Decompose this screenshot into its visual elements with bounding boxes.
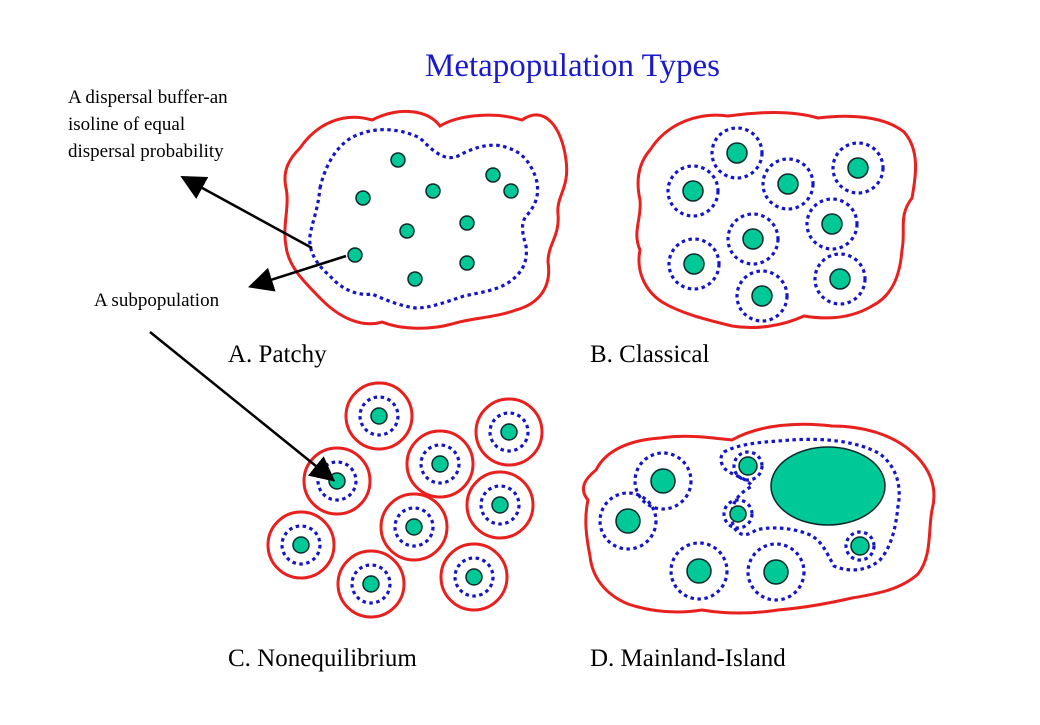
dispersal-buffer xyxy=(669,541,729,601)
subpopulation xyxy=(485,167,501,183)
dispersal-buffer xyxy=(358,395,400,437)
buffer-pointer-arrow xyxy=(180,176,313,250)
dispersal-buffer xyxy=(735,269,789,323)
island-subpopulation xyxy=(615,508,641,534)
subpopulation xyxy=(328,472,346,490)
habitat-patch xyxy=(266,510,336,580)
panel-c-nonequilibrium xyxy=(266,381,544,619)
panel-a-dispersal-buffer xyxy=(308,128,540,310)
dispersal-buffer xyxy=(726,212,780,266)
island-subpopulation xyxy=(729,505,747,523)
habitat-patch xyxy=(344,381,414,451)
annotation-line: isoline of equal xyxy=(68,114,186,135)
dispersal-buffer xyxy=(633,451,693,511)
subpopulation xyxy=(425,183,441,199)
island-subpopulation xyxy=(738,456,758,476)
mainland-dispersal-buffer xyxy=(719,437,901,572)
dispersal-buffer xyxy=(732,450,764,482)
island-subpopulation xyxy=(763,559,789,585)
subpopulation xyxy=(407,271,423,287)
dispersal-buffer-annotation: A dispersal buffer-an isoline of equal d… xyxy=(68,84,228,165)
dispersal-buffer xyxy=(667,237,721,291)
subpopulation xyxy=(777,173,799,195)
dispersal-buffer xyxy=(710,126,764,180)
dispersal-buffer xyxy=(488,411,530,453)
panel-a-habitat-boundary xyxy=(283,109,569,330)
subpopulation xyxy=(682,180,704,202)
panel-a-patchy xyxy=(283,109,569,330)
subpopulation xyxy=(751,285,773,307)
habitat-patch xyxy=(465,470,535,540)
habitat-patch xyxy=(379,492,449,562)
dispersal-buffer xyxy=(805,197,859,251)
subpopulation xyxy=(390,152,406,168)
subpopulation xyxy=(742,228,764,250)
panel-c-label: C. Nonequilibrium xyxy=(228,645,417,672)
subpopulation xyxy=(821,213,843,235)
diagram-title: Metapopulation Types xyxy=(425,48,720,84)
subpopulation xyxy=(847,157,869,179)
subpopulation xyxy=(431,455,449,473)
subpopulation xyxy=(399,223,415,239)
subpopulation xyxy=(503,183,519,199)
subpopulation xyxy=(829,268,851,290)
dispersal-buffer xyxy=(831,141,885,195)
subpopulation xyxy=(491,496,509,514)
subpopulation xyxy=(405,518,423,536)
panel-b-habitat-boundary xyxy=(635,111,918,330)
dispersal-buffer xyxy=(761,157,815,211)
panel-a-label: A. Patchy xyxy=(228,341,327,368)
annotation-line: A dispersal buffer-an xyxy=(68,87,228,108)
panel-b-label: B. Classical xyxy=(590,341,710,368)
nonequilibrium-subpopulation-arrow xyxy=(149,331,336,482)
dispersal-buffer xyxy=(598,491,658,551)
island-subpopulation xyxy=(850,536,870,556)
dispersal-buffer xyxy=(280,524,322,566)
panel-d-mainland-island xyxy=(582,422,936,615)
subpopulation-annotation: A subpopulation xyxy=(94,290,220,311)
dispersal-buffer xyxy=(350,563,392,605)
dispersal-buffer xyxy=(722,498,754,530)
panel-b-classical xyxy=(635,111,918,330)
habitat-patch xyxy=(439,542,509,612)
subpopulation xyxy=(683,253,705,275)
habitat-patch xyxy=(474,397,544,467)
subpopulation xyxy=(465,568,483,586)
dispersal-buffer xyxy=(666,164,720,218)
subpopulation-pointer-arrow xyxy=(248,254,347,292)
subpopulation xyxy=(370,407,388,425)
island-subpopulation xyxy=(686,558,712,584)
mainland xyxy=(770,446,886,526)
habitat-patch xyxy=(302,446,372,516)
annotation-line: dispersal probability xyxy=(68,141,224,162)
subpopulation xyxy=(292,536,310,554)
subpopulation xyxy=(355,190,371,206)
subpopulation xyxy=(362,575,380,593)
subpopulation xyxy=(500,423,518,441)
dispersal-buffer xyxy=(844,530,876,562)
dispersal-buffer xyxy=(746,542,806,602)
dispersal-buffer xyxy=(813,252,867,306)
dispersal-buffer xyxy=(453,556,495,598)
subpopulation xyxy=(459,215,475,231)
habitat-patch xyxy=(405,429,475,499)
subpopulation xyxy=(726,142,748,164)
dispersal-buffer xyxy=(419,443,461,485)
dispersal-buffer xyxy=(393,506,435,548)
dispersal-buffer xyxy=(479,484,521,526)
habitat-patch xyxy=(336,549,406,619)
panel-d-label: D. Mainland-Island xyxy=(590,645,786,672)
panel-d-habitat-boundary xyxy=(582,422,936,615)
subpopulation xyxy=(347,247,363,263)
subpopulation xyxy=(459,255,475,271)
island-subpopulation xyxy=(650,468,676,494)
